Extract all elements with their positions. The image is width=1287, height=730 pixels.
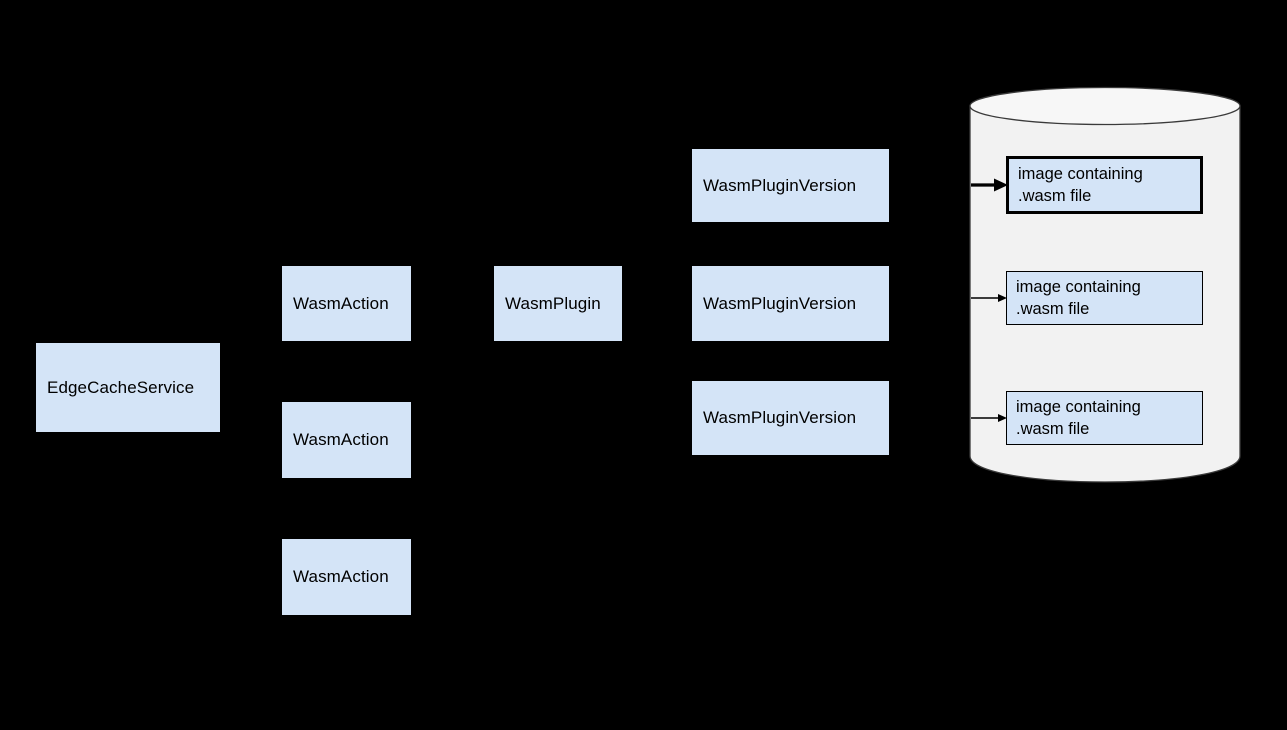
node-wasm-plugin[interactable]: WasmPlugin — [494, 266, 622, 341]
registry-image-box-3: image containing .wasm file — [1006, 391, 1203, 445]
registry-image-box-2: image containing .wasm file — [1006, 271, 1203, 325]
node-wasm-action-2[interactable]: WasmAction — [282, 402, 411, 478]
node-wasm-plugin-version-3[interactable]: WasmPluginVersion — [692, 381, 889, 455]
node-wasm-action-3[interactable]: WasmAction — [282, 539, 411, 615]
node-wasm-plugin-version-1[interactable]: WasmPluginVersion — [692, 149, 889, 222]
node-edge-cache-service[interactable]: EdgeCacheService — [36, 343, 220, 432]
registry-image-box-1: image containing .wasm file — [1006, 156, 1203, 214]
node-wasm-plugin-version-2[interactable]: WasmPluginVersion — [692, 266, 889, 341]
node-wasm-action-1[interactable]: WasmAction — [282, 266, 411, 341]
